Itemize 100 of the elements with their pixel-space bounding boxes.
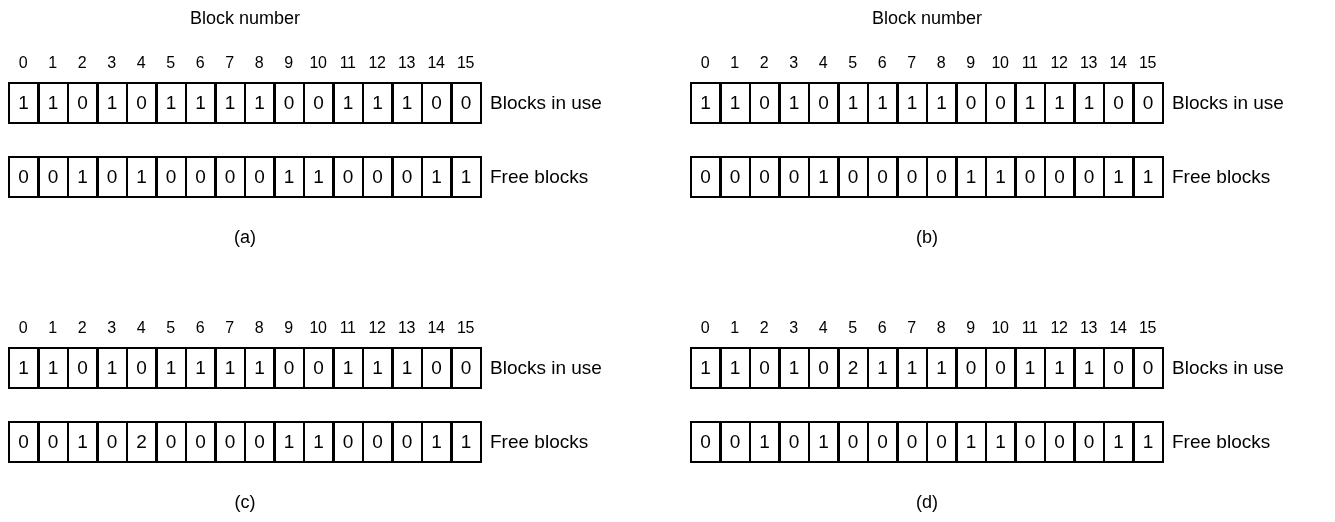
block-index: 12 <box>1049 319 1069 337</box>
bitmap-cell: 1 <box>8 347 39 389</box>
block-index: 5 <box>165 54 176 72</box>
block-index: 11 <box>1020 54 1039 72</box>
bitmap-cell: 0 <box>8 156 39 198</box>
block-index: 0 <box>699 54 711 72</box>
row-label: Blocks in use <box>1172 92 1284 114</box>
block-index: 5 <box>847 319 858 337</box>
bitmap-cell: 1 <box>1103 156 1134 198</box>
panel-caption: (d) <box>916 492 938 513</box>
bitmap-cell: 1 <box>362 82 393 124</box>
panel-caption: (c) <box>234 492 256 513</box>
bitmap-cell: 1 <box>808 156 839 198</box>
block-index: 0 <box>699 319 711 337</box>
bitmap-cell: 1 <box>867 347 898 389</box>
bitmap-cell: 1 <box>690 347 721 389</box>
row-label: Free blocks <box>490 166 589 188</box>
block-index: 11 <box>1020 319 1039 337</box>
bitmap-cell: 1 <box>303 421 334 463</box>
block-index: 15 <box>456 54 475 72</box>
block-index: 1 <box>729 319 740 337</box>
block-index: 3 <box>106 319 117 337</box>
block-index: 12 <box>367 319 387 337</box>
bitmap-cell: 0 <box>985 347 1016 389</box>
bitmap-cell: 1 <box>985 156 1016 198</box>
row-label: Free blocks <box>1172 166 1271 188</box>
bitmap-cell: 1 <box>1103 421 1134 463</box>
block-index: 13 <box>1079 319 1098 337</box>
block-index: 9 <box>965 54 976 72</box>
bitmap-cell: 0 <box>1103 82 1134 124</box>
axis-title: Block number <box>871 8 983 29</box>
bitmap-cell: 0 <box>1103 347 1134 389</box>
block-index: 8 <box>253 54 265 72</box>
bitmap-cell: 1 <box>926 82 957 124</box>
bitmap-cell: 0 <box>1132 347 1164 389</box>
block-index: 1 <box>47 319 58 337</box>
bitmap-cell: 0 <box>244 156 275 198</box>
bitmap-cell: 1 <box>126 156 157 198</box>
block-index: 1 <box>47 54 58 72</box>
bitmap-cell: 0 <box>749 347 780 389</box>
bitmap-cell: 0 <box>749 156 780 198</box>
bitmap-cell: 0 <box>926 421 957 463</box>
bitmap-cell: 0 <box>8 421 39 463</box>
bitmap-cell: 1 <box>67 156 98 198</box>
block-index: 7 <box>224 54 235 72</box>
block-index: 3 <box>106 54 117 72</box>
bitmap-cell: 1 <box>244 82 275 124</box>
bitmap-cell: 0 <box>808 347 839 389</box>
bitmap-cell: 0 <box>303 82 334 124</box>
bitmap-cell: 0 <box>985 82 1016 124</box>
row-label: Blocks in use <box>490 92 602 114</box>
block-index: 5 <box>165 319 176 337</box>
block-index: 10 <box>990 319 1010 337</box>
row-label: Blocks in use <box>490 357 602 379</box>
bitmap-cell: 1 <box>303 156 334 198</box>
block-index: 14 <box>1108 319 1128 337</box>
bitmap-cell: 0 <box>926 156 957 198</box>
bitmap-cell: 1 <box>1044 82 1075 124</box>
block-index: 13 <box>1079 54 1098 72</box>
bitmap-cell: 0 <box>421 347 452 389</box>
bitmap-cell: 1 <box>690 82 721 124</box>
block-index: 0 <box>17 54 29 72</box>
bitmap-cell: 1 <box>1132 421 1164 463</box>
block-index: 4 <box>135 54 147 72</box>
block-index: 7 <box>906 54 917 72</box>
bitmap-cell: 0 <box>690 421 721 463</box>
bitmap-cell: 0 <box>690 156 721 198</box>
block-index: 6 <box>876 319 888 337</box>
block-index: 3 <box>788 54 799 72</box>
bitmap-cell: 1 <box>421 156 452 198</box>
block-index: 2 <box>76 319 88 337</box>
block-index: 4 <box>817 319 829 337</box>
bitmap-cell: 0 <box>362 156 393 198</box>
bitmap-cell: 0 <box>1044 156 1075 198</box>
block-index: 2 <box>76 54 88 72</box>
bitmap-cell: 2 <box>126 421 157 463</box>
block-index: 8 <box>253 319 265 337</box>
bitmap-cell: 0 <box>808 82 839 124</box>
bitmap-cell: 1 <box>450 156 482 198</box>
bitmap-cell: 0 <box>867 421 898 463</box>
bitmap-cell: 0 <box>303 347 334 389</box>
block-index: 11 <box>338 319 357 337</box>
bitmap-cell: 0 <box>67 347 98 389</box>
block-index: 9 <box>283 54 294 72</box>
block-index: 2 <box>758 54 770 72</box>
block-index: 8 <box>935 319 947 337</box>
bitmap-cell: 1 <box>1044 347 1075 389</box>
block-index: 4 <box>135 319 147 337</box>
block-index: 10 <box>308 319 328 337</box>
bitmap-cell: 0 <box>362 421 393 463</box>
bitmap-cell: 1 <box>867 82 898 124</box>
block-index: 1 <box>729 54 740 72</box>
bitmap-cell: 1 <box>1132 156 1164 198</box>
bitmap-cell: 0 <box>749 82 780 124</box>
block-index: 0 <box>17 319 29 337</box>
panel-caption: (a) <box>234 227 256 248</box>
block-index: 13 <box>397 54 416 72</box>
row-label: Blocks in use <box>1172 357 1284 379</box>
bitmap-cell: 0 <box>126 82 157 124</box>
block-index: 15 <box>1138 319 1157 337</box>
